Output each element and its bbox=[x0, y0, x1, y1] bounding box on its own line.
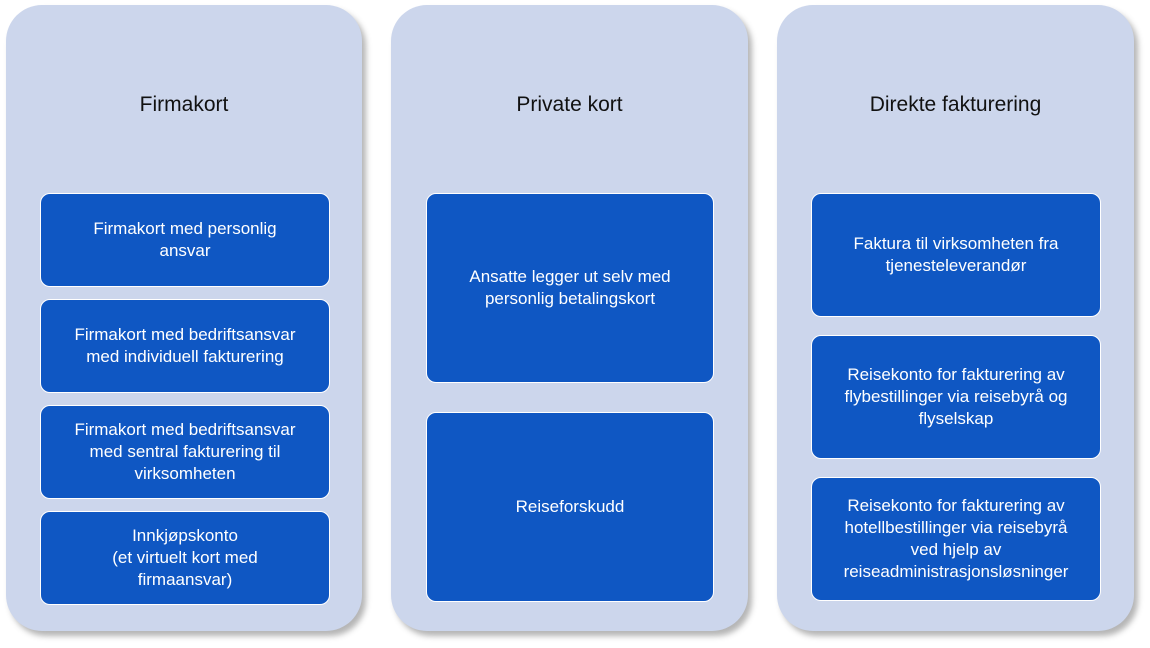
box-innkjopskonto: Innkjøpskonto (et virtuelt kort med firm… bbox=[40, 511, 330, 605]
box-firmakort-personlig-ansvar: Firmakort med personlig ansvar bbox=[40, 193, 330, 287]
column-private-kort: Private kort Ansatte legger ut selv med … bbox=[391, 5, 748, 631]
box-faktura-til-virksomheten: Faktura til virksomheten fra tjenestelev… bbox=[811, 193, 1101, 317]
box-firmakort-individuell-fakturering: Firmakort med bedriftsansvar med individ… bbox=[40, 299, 330, 393]
column-title-direkte-fakturering: Direkte fakturering bbox=[869, 93, 1042, 116]
box-firmakort-sentral-fakturering: Firmakort med bedriftsansvar med sentral… bbox=[40, 405, 330, 499]
column-title-firmakort: Firmakort bbox=[139, 93, 229, 116]
column-title-private-kort: Private kort bbox=[516, 93, 623, 116]
box-reisekonto-hotell: Reisekonto for fakturering av hotellbest… bbox=[811, 477, 1101, 601]
box-reisekonto-fly: Reisekonto for fakturering av flybestill… bbox=[811, 335, 1101, 459]
column-direkte-fakturering: Direkte fakturering Faktura til virksomh… bbox=[777, 5, 1134, 631]
box-reiseforskudd: Reiseforskudd bbox=[426, 412, 714, 602]
column-firmakort: Firmakort Firmakort med personlig ansvar… bbox=[6, 5, 362, 631]
box-ansatte-legger-ut: Ansatte legger ut selv med personlig bet… bbox=[426, 193, 714, 383]
